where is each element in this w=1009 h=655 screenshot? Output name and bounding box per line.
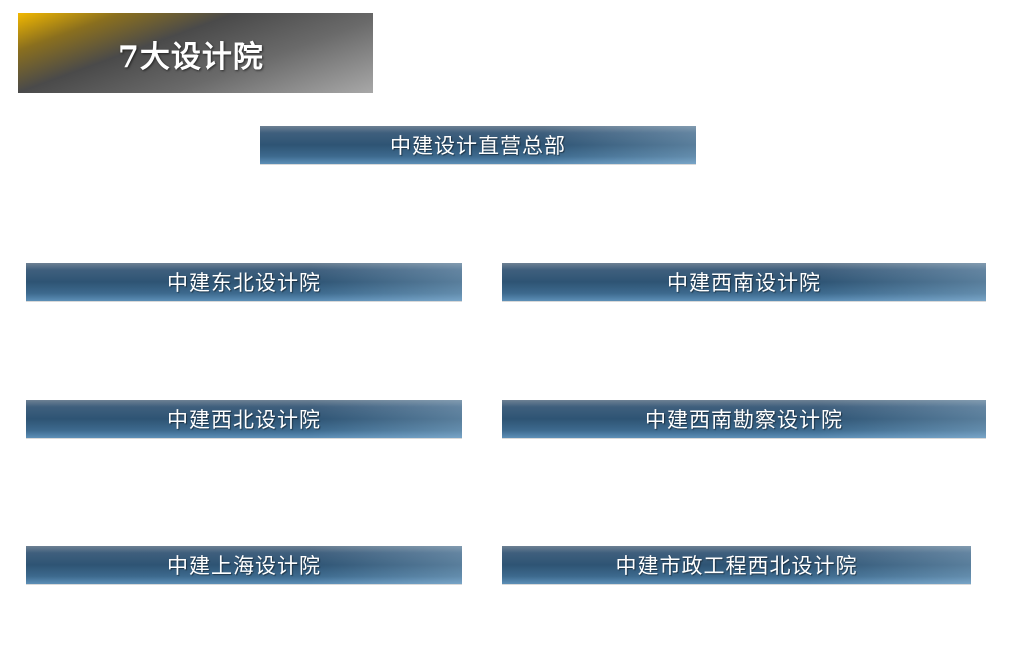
node-label: 中建西南勘察设计院 <box>645 408 843 432</box>
node-headquarters: 中建设计直营总部 <box>260 126 696 164</box>
node-label: 中建市政工程西北设计院 <box>615 554 858 578</box>
node-northwest-institute: 中建西北设计院 <box>26 400 462 438</box>
page-title: 7大设计院 <box>118 40 264 75</box>
node-label: 中建上海设计院 <box>167 554 321 578</box>
node-label: 中建东北设计院 <box>167 271 321 295</box>
node-municipal-northwest-institute: 中建市政工程西北设计院 <box>502 546 971 584</box>
node-southwest-institute: 中建西南设计院 <box>502 263 986 301</box>
node-shanghai-institute: 中建上海设计院 <box>26 546 462 584</box>
node-southwest-survey-institute: 中建西南勘察设计院 <box>502 400 986 438</box>
node-northeast-institute: 中建东北设计院 <box>26 263 462 301</box>
title-banner: 7大设计院 <box>18 13 373 93</box>
node-label: 中建西北设计院 <box>167 408 321 432</box>
node-label: 中建设计直营总部 <box>390 134 566 158</box>
node-label: 中建西南设计院 <box>667 271 821 295</box>
